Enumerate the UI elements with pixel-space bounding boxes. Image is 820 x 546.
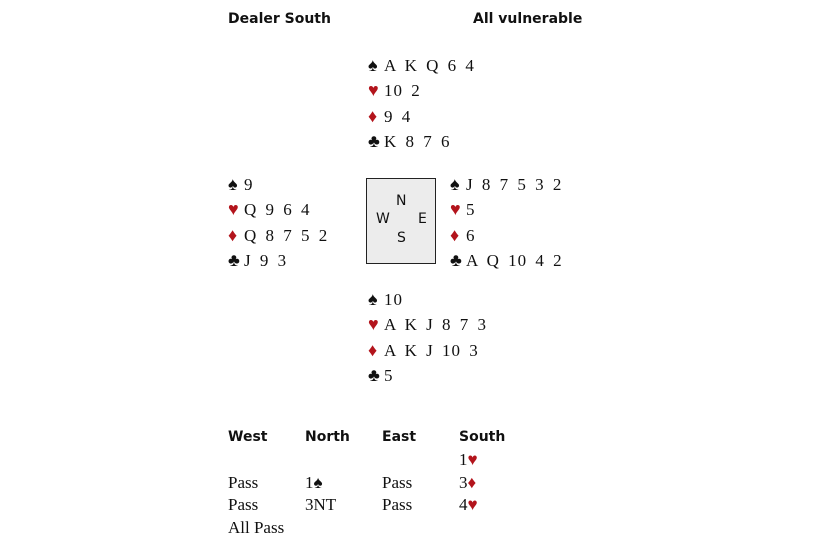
diamond-icon: ♦	[467, 472, 477, 492]
club-icon: ♣	[450, 249, 462, 270]
west-hand-line: ♦ Q 8 7 5 2	[228, 225, 328, 246]
club-icon: ♣	[228, 249, 240, 270]
cards: Q 9 6 4	[244, 200, 311, 220]
cards: 9	[244, 175, 254, 194]
south-hand-line: ♠ 10	[368, 289, 403, 310]
cards: Q 8 7 5 2	[244, 225, 329, 245]
heart-icon: ♥	[368, 80, 379, 101]
vulnerability-label: All vulnerable	[473, 11, 583, 27]
club-icon: ♣	[368, 130, 380, 151]
compass-north: N	[396, 193, 407, 209]
spade-icon: ♠	[368, 55, 378, 75]
compass-south: S	[397, 230, 406, 246]
auction-bid: Pass	[228, 495, 258, 515]
diamond-icon: ♦	[450, 224, 460, 245]
auction-bid: Pass	[382, 473, 412, 493]
diamond-icon: ♦	[368, 339, 378, 360]
auction-bid: 1♠	[305, 473, 323, 493]
east-hand-line: ♠ J 8 7 5 3 2	[450, 174, 562, 195]
bid-text: 3NT	[305, 495, 337, 515]
auction-header-east: East	[382, 429, 417, 445]
dealer-label: Dealer South	[228, 11, 331, 27]
bid-text: Pass	[382, 472, 413, 492]
cards: J 9 3	[244, 250, 288, 270]
cards: J 8 7 5 3 2	[466, 175, 563, 194]
auction-header-south: South	[459, 429, 506, 445]
bid-text: All Pass	[228, 518, 285, 538]
cards: A Q 10 4 2	[466, 250, 563, 270]
auction-bid: Pass	[382, 495, 412, 515]
north-hand-line: ♥10 2	[368, 80, 421, 101]
auction-header-north: North	[305, 429, 350, 445]
bid-text: 3	[459, 472, 468, 492]
cards: A K J 8 7 3	[384, 315, 487, 335]
east-hand-line: ♣A Q 10 4 2	[450, 250, 563, 271]
south-hand-line: ♣5	[368, 365, 394, 386]
auction-bid: 3♦	[459, 473, 476, 493]
bid-text: Pass	[228, 495, 259, 515]
compass-box: N W E S	[366, 178, 436, 264]
heart-icon: ♥	[368, 314, 379, 335]
auction-header-west: West	[228, 429, 268, 445]
diamond-icon: ♦	[228, 224, 238, 245]
bid-text: Pass	[382, 495, 413, 515]
bid-text: Pass	[228, 472, 259, 492]
north-hand-line: ♠ A K Q 6 4	[368, 55, 475, 76]
cards: A K J 10 3	[384, 340, 479, 360]
auction-bid: 3NT	[305, 495, 336, 515]
south-hand-line: ♥A K J 8 7 3	[368, 314, 487, 335]
cards: 5	[466, 200, 476, 220]
heart-icon: ♥	[467, 450, 478, 469]
bid-text: 4	[459, 495, 468, 515]
spade-icon: ♠	[368, 289, 378, 309]
auction-bid: 1♥	[459, 450, 478, 470]
cards: 10 2	[384, 81, 421, 101]
heart-icon: ♥	[228, 199, 239, 220]
cards: A K Q 6 4	[384, 56, 475, 75]
auction-bid: 4♥	[459, 495, 478, 515]
cards: K 8 7 6	[384, 131, 451, 151]
south-hand-line: ♦ A K J 10 3	[368, 340, 479, 361]
bid-text: 1	[305, 472, 314, 492]
cards: 6	[466, 225, 476, 245]
heart-icon: ♥	[450, 199, 461, 220]
west-hand-line: ♣J 9 3	[228, 250, 287, 271]
club-icon: ♣	[368, 364, 380, 385]
cards: 5	[384, 365, 394, 385]
spade-icon: ♠	[450, 174, 460, 194]
cards: 9 4	[384, 106, 412, 126]
north-hand-line: ♣K 8 7 6	[368, 131, 451, 152]
east-hand-line: ♥5	[450, 199, 476, 220]
diamond-icon: ♦	[368, 105, 378, 126]
compass-west: W	[376, 211, 390, 227]
bid-text: 1	[459, 450, 468, 469]
auction-bid: All Pass	[228, 518, 284, 538]
heart-icon: ♥	[467, 495, 478, 515]
west-hand-line: ♥Q 9 6 4	[228, 199, 311, 220]
compass-east: E	[418, 211, 427, 227]
west-hand-line: ♠9	[228, 174, 254, 195]
spade-icon: ♠	[228, 174, 238, 194]
east-hand-line: ♦6	[450, 225, 476, 246]
spade-icon: ♠	[313, 472, 323, 492]
cards: 10	[384, 290, 403, 309]
north-hand-line: ♦ 9 4	[368, 106, 411, 127]
auction-bid: Pass	[228, 473, 258, 493]
